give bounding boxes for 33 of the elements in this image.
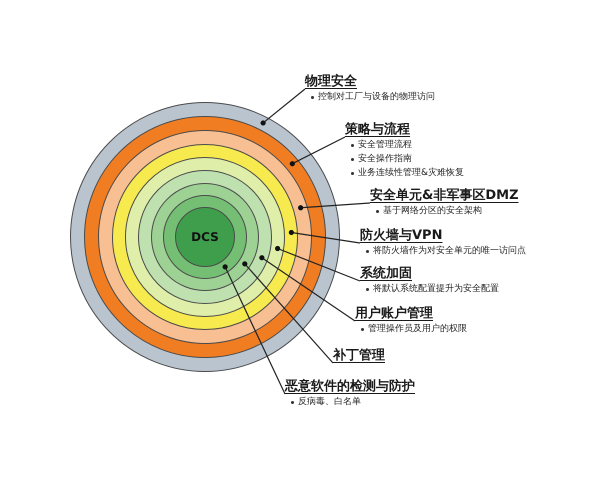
layer-heading: 用户账户管理: [355, 304, 433, 322]
ring-band: [98, 130, 312, 344]
leader-line: [298, 202, 370, 210]
bullet-text: 业务连续性管理&灾难恢复: [358, 167, 464, 180]
leader-line: [242, 261, 334, 364]
ring-band: [112, 144, 298, 330]
leader-line: [222, 264, 286, 394]
leader-line: [259, 255, 356, 322]
leader-line: [290, 136, 346, 166]
layer-heading: 补丁管理: [333, 346, 385, 364]
leader-line: [275, 246, 360, 282]
layer-heading: 系统加固: [360, 264, 412, 282]
layer-heading: 策略与流程: [345, 120, 410, 138]
bullet-text: 基于网络分区的安全架构: [383, 205, 482, 218]
ring-band: [151, 183, 259, 291]
bullet-text: 管理操作员及用户的权限: [368, 323, 467, 336]
layer-heading: 防火墙与VPN: [360, 227, 442, 244]
bullet-text: 反病毒、白名单: [298, 396, 361, 409]
core-label: DCS: [191, 230, 219, 244]
bullet-text: 将防火墙作为对安全单元的唯一访问点: [373, 245, 526, 258]
bullet-text: 安全操作指南: [358, 153, 412, 166]
ring-band: [138, 170, 272, 304]
layer-heading: 安全单元&非军事区DMZ: [370, 186, 518, 204]
layer-heading: 物理安全: [305, 72, 357, 90]
leader-line: [260, 88, 306, 126]
bullet-text: 安全管理流程: [358, 139, 412, 152]
bullet-text: 将默认系统配置提升为安全配置: [373, 283, 499, 296]
ring-band: [163, 195, 247, 279]
bullet-text: 控制对工厂与设备的物理访问: [318, 91, 435, 104]
core-circle: [175, 207, 235, 267]
ring-band: [125, 157, 285, 317]
layer-heading: 恶意软件的检测与防护: [285, 378, 415, 395]
leader-line: [288, 230, 360, 244]
